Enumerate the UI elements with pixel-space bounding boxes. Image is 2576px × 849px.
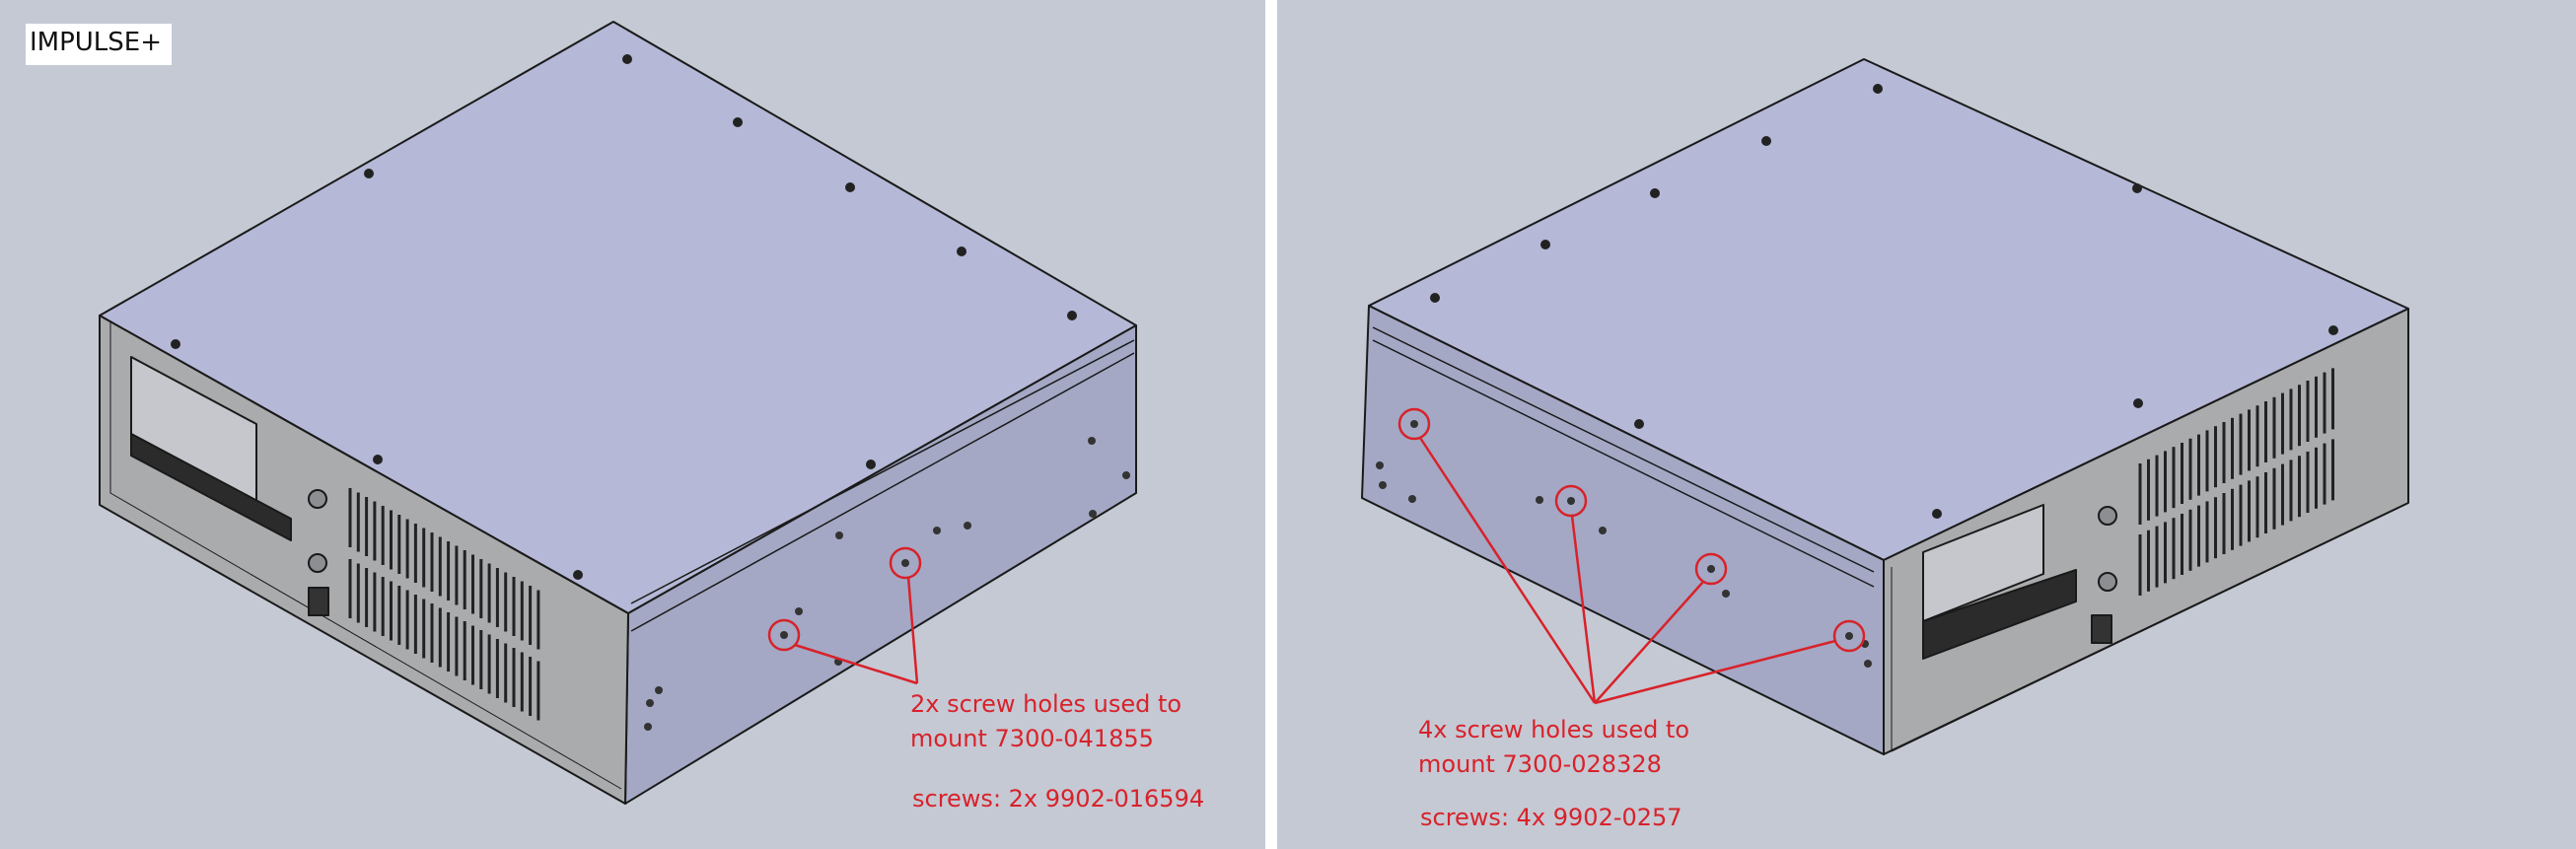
left-chassis <box>99 21 1137 805</box>
side-hole <box>1379 481 1387 489</box>
screw-hole <box>845 182 855 192</box>
right-front-edge <box>1891 507 2399 752</box>
screw-hole <box>2328 325 2338 335</box>
right-callout-circle-3 <box>1694 552 1728 586</box>
highlight-hole <box>780 631 788 639</box>
left-usb-port <box>308 587 329 616</box>
right-leader-3 <box>1594 581 1704 704</box>
right-front-face <box>1883 308 2409 755</box>
right-leader-2 <box>1570 515 1597 704</box>
highlight-hole <box>901 559 909 567</box>
side-hole <box>1536 496 1543 504</box>
right-annotation <box>1397 407 1866 705</box>
right-annotation-line2: mount 7300-028328 <box>1418 750 1662 778</box>
right-leader-1 <box>1418 437 1597 704</box>
side-hole <box>646 699 654 707</box>
right-front-hole-1 <box>2098 506 2117 526</box>
side-hole <box>964 522 971 530</box>
screw-hole <box>622 54 632 64</box>
side-hole <box>1376 461 1384 469</box>
screw-hole <box>1634 419 1644 429</box>
left-drive-slot <box>130 433 292 541</box>
left-leader-2 <box>906 576 919 684</box>
side-hole <box>655 686 663 694</box>
left-vent-grille: (function(){ var g = document.currentScr… <box>348 488 540 721</box>
side-hole <box>1722 590 1730 598</box>
screw-hole <box>373 455 383 464</box>
right-vent-grille: (function(){ var g = document.currentScr… <box>2138 368 2334 596</box>
screw-hole <box>573 570 583 580</box>
left-screws-text: screws: 2x 9902-016594 <box>912 785 1204 813</box>
side-hole <box>1088 437 1096 445</box>
right-front-hole-2 <box>2098 572 2117 592</box>
right-chassis <box>1361 58 2409 755</box>
left-front-hole-1 <box>308 489 327 509</box>
product-label: IMPULSE+ <box>26 24 173 65</box>
side-hole <box>644 723 652 731</box>
screw-hole <box>1650 188 1660 198</box>
left-annotation-line2: mount 7300-041855 <box>910 725 1154 752</box>
screw-hole <box>733 117 743 127</box>
left-lid-rail <box>630 339 1135 604</box>
left-side-holes <box>644 437 1130 731</box>
right-annotation-line1: 4x screw holes used to <box>1418 716 1689 743</box>
right-callout-circle-1 <box>1397 407 1431 441</box>
left-top-holes <box>171 54 1077 580</box>
highlight-hole <box>1845 632 1853 640</box>
right-lid-rail <box>1372 326 1875 573</box>
right-screws-text: screws: 4x 9902-0257 <box>1420 804 1682 831</box>
screw-hole <box>1067 311 1077 320</box>
side-hole <box>1122 471 1130 479</box>
view-divider <box>1265 0 1277 849</box>
screw-hole <box>1932 509 1942 519</box>
left-callout-circle-1 <box>767 618 801 652</box>
left-leader-1 <box>794 643 918 685</box>
left-front-hole-2 <box>308 553 327 573</box>
screw-hole <box>171 339 180 349</box>
left-annotation <box>767 546 922 685</box>
right-callout-circle-2 <box>1554 484 1588 518</box>
right-top-holes <box>1430 84 2338 519</box>
screw-hole <box>2132 183 2142 193</box>
right-callout-circle-4 <box>1832 619 1866 653</box>
screw-hole <box>2133 398 2143 408</box>
screw-hole <box>957 247 966 256</box>
highlight-hole <box>1567 497 1575 505</box>
side-hole <box>933 527 941 534</box>
side-hole <box>1089 510 1097 518</box>
left-front-edge <box>109 320 622 790</box>
screw-hole <box>1761 136 1771 146</box>
screw-hole <box>1873 84 1883 94</box>
left-annotation-line1: 2x screw holes used to <box>910 690 1181 718</box>
side-hole <box>1408 495 1416 503</box>
screw-hole <box>866 460 876 469</box>
side-hole <box>835 531 843 539</box>
side-hole <box>795 607 803 615</box>
highlight-hole <box>1410 420 1418 428</box>
right-lid-rail-2 <box>1372 339 1875 588</box>
right-drive-slot <box>1922 569 2077 660</box>
screw-hole <box>1540 240 1550 249</box>
right-drive-bay <box>1922 504 2044 622</box>
side-hole <box>1864 660 1872 668</box>
right-leader-4 <box>1594 639 1836 705</box>
highlight-hole <box>1707 565 1715 573</box>
left-lid-rail-2 <box>630 352 1135 632</box>
right-usb-port <box>2091 614 2112 644</box>
side-hole <box>1599 527 1607 534</box>
screw-hole <box>1430 293 1440 303</box>
screw-hole <box>364 169 374 178</box>
left-callout-circle-2 <box>889 546 922 580</box>
right-side-holes <box>1376 420 1872 668</box>
